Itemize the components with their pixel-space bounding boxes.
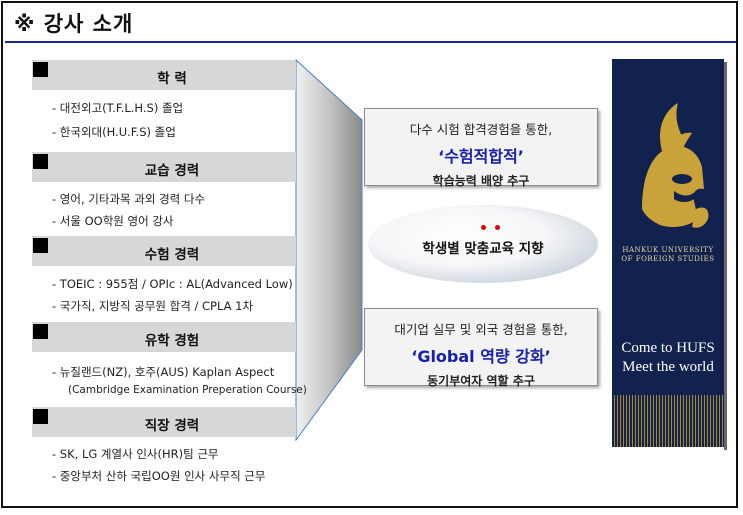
callout-highlight: ‘수험적합적’ [438,147,524,166]
section-bullet-square [33,238,48,253]
emphasis-dot [481,225,486,230]
section-bullet-square [33,154,48,169]
slogan-line: Come to HUFS [621,340,715,356]
custom-education-ellipse: 학생별 맞춤교육 지향 [368,205,598,283]
section-work: 직장 경력 [32,407,296,437]
list-item: - 중앙부처 산하 국립OO원 인사 사무직 근무 [52,469,266,483]
title-underline [5,41,736,43]
list-item: - 영어, 기타과목 과외 경력 다수 [52,192,206,206]
list-item: - 한국외대(H.U.F.S) 졸업 [52,125,176,139]
callout-line: 동기부여자 역할 추구 [427,374,535,388]
banner-slogan: Come to HUFS Meet the world [612,339,724,377]
callout-line: 대기업 실무 및 외국 경험을 통한, [394,322,568,337]
callout-box-global: 대기업 실무 및 외국 경험을 통한, ‘Global 역량 강화’ 동기부여자… [364,308,598,388]
list-item: - 서울 OO학원 영어 강사 [52,214,174,228]
section-bullet-square [33,62,48,77]
banner-shadow [724,62,727,450]
banner-fringe [612,395,724,447]
university-name: HANKUK UNIVERSITY OF FOREIGN STUDIES [612,246,724,264]
section-study-abroad: 유학 경험 [32,322,296,352]
list-item: - 뉴질랜드(NZ), 호주(AUS) Kaplan Aspect [52,365,275,379]
emphasis-dot [495,225,500,230]
section-teaching: 교습 경력 [32,152,296,182]
section-bullet-square [33,324,48,339]
section-label: 교습 경력 [144,163,200,179]
university-name-line: HANKUK UNIVERSITY [622,246,714,254]
callout-box-exam: 다수 시험 합격경험을 통한, ‘수험적합적’ 학습능력 배양 추구 [364,108,598,188]
callout-line: 다수 시험 합격경험을 통한, [409,122,553,137]
hufs-banner: HANKUK UNIVERSITY OF FOREIGN STUDIES Com… [612,59,724,447]
helmet-logo-icon [642,103,709,228]
callout-line: 학습능력 배양 추구 [432,174,530,188]
ellipse-text: 학생별 맞춤교육 지향 [422,241,544,257]
page-title: ※ 강사 소개 [14,12,134,36]
list-item: (Cambridge Examination Preperation Cours… [68,384,307,396]
list-item: - SK, LG 계열사 인사(HR)팀 근무 [52,447,219,461]
section-label: 학 력 [157,71,187,87]
callout-highlight: ‘Global 역량 강화’ [411,347,551,366]
list-item: - 국가직, 지방직 공무원 합격 / CPLA 1차 [52,299,254,313]
section-bullet-square [33,409,48,424]
list-item: - 대전외고(T.F.L.H.S) 졸업 [52,101,184,115]
section-label: 수험 경력 [144,247,200,263]
funnel-shape [295,58,363,442]
university-name-line: OF FOREIGN STUDIES [621,255,715,263]
section-label: 직장 경력 [144,418,200,434]
slogan-line: Meet the world [622,359,714,375]
section-label: 유학 경험 [144,333,200,349]
section-exams: 수험 경력 [32,236,296,266]
section-education: 학 력 [32,60,296,90]
list-item: - TOEIC : 955점 / OPIc : AL(Advanced Low) [52,277,293,291]
